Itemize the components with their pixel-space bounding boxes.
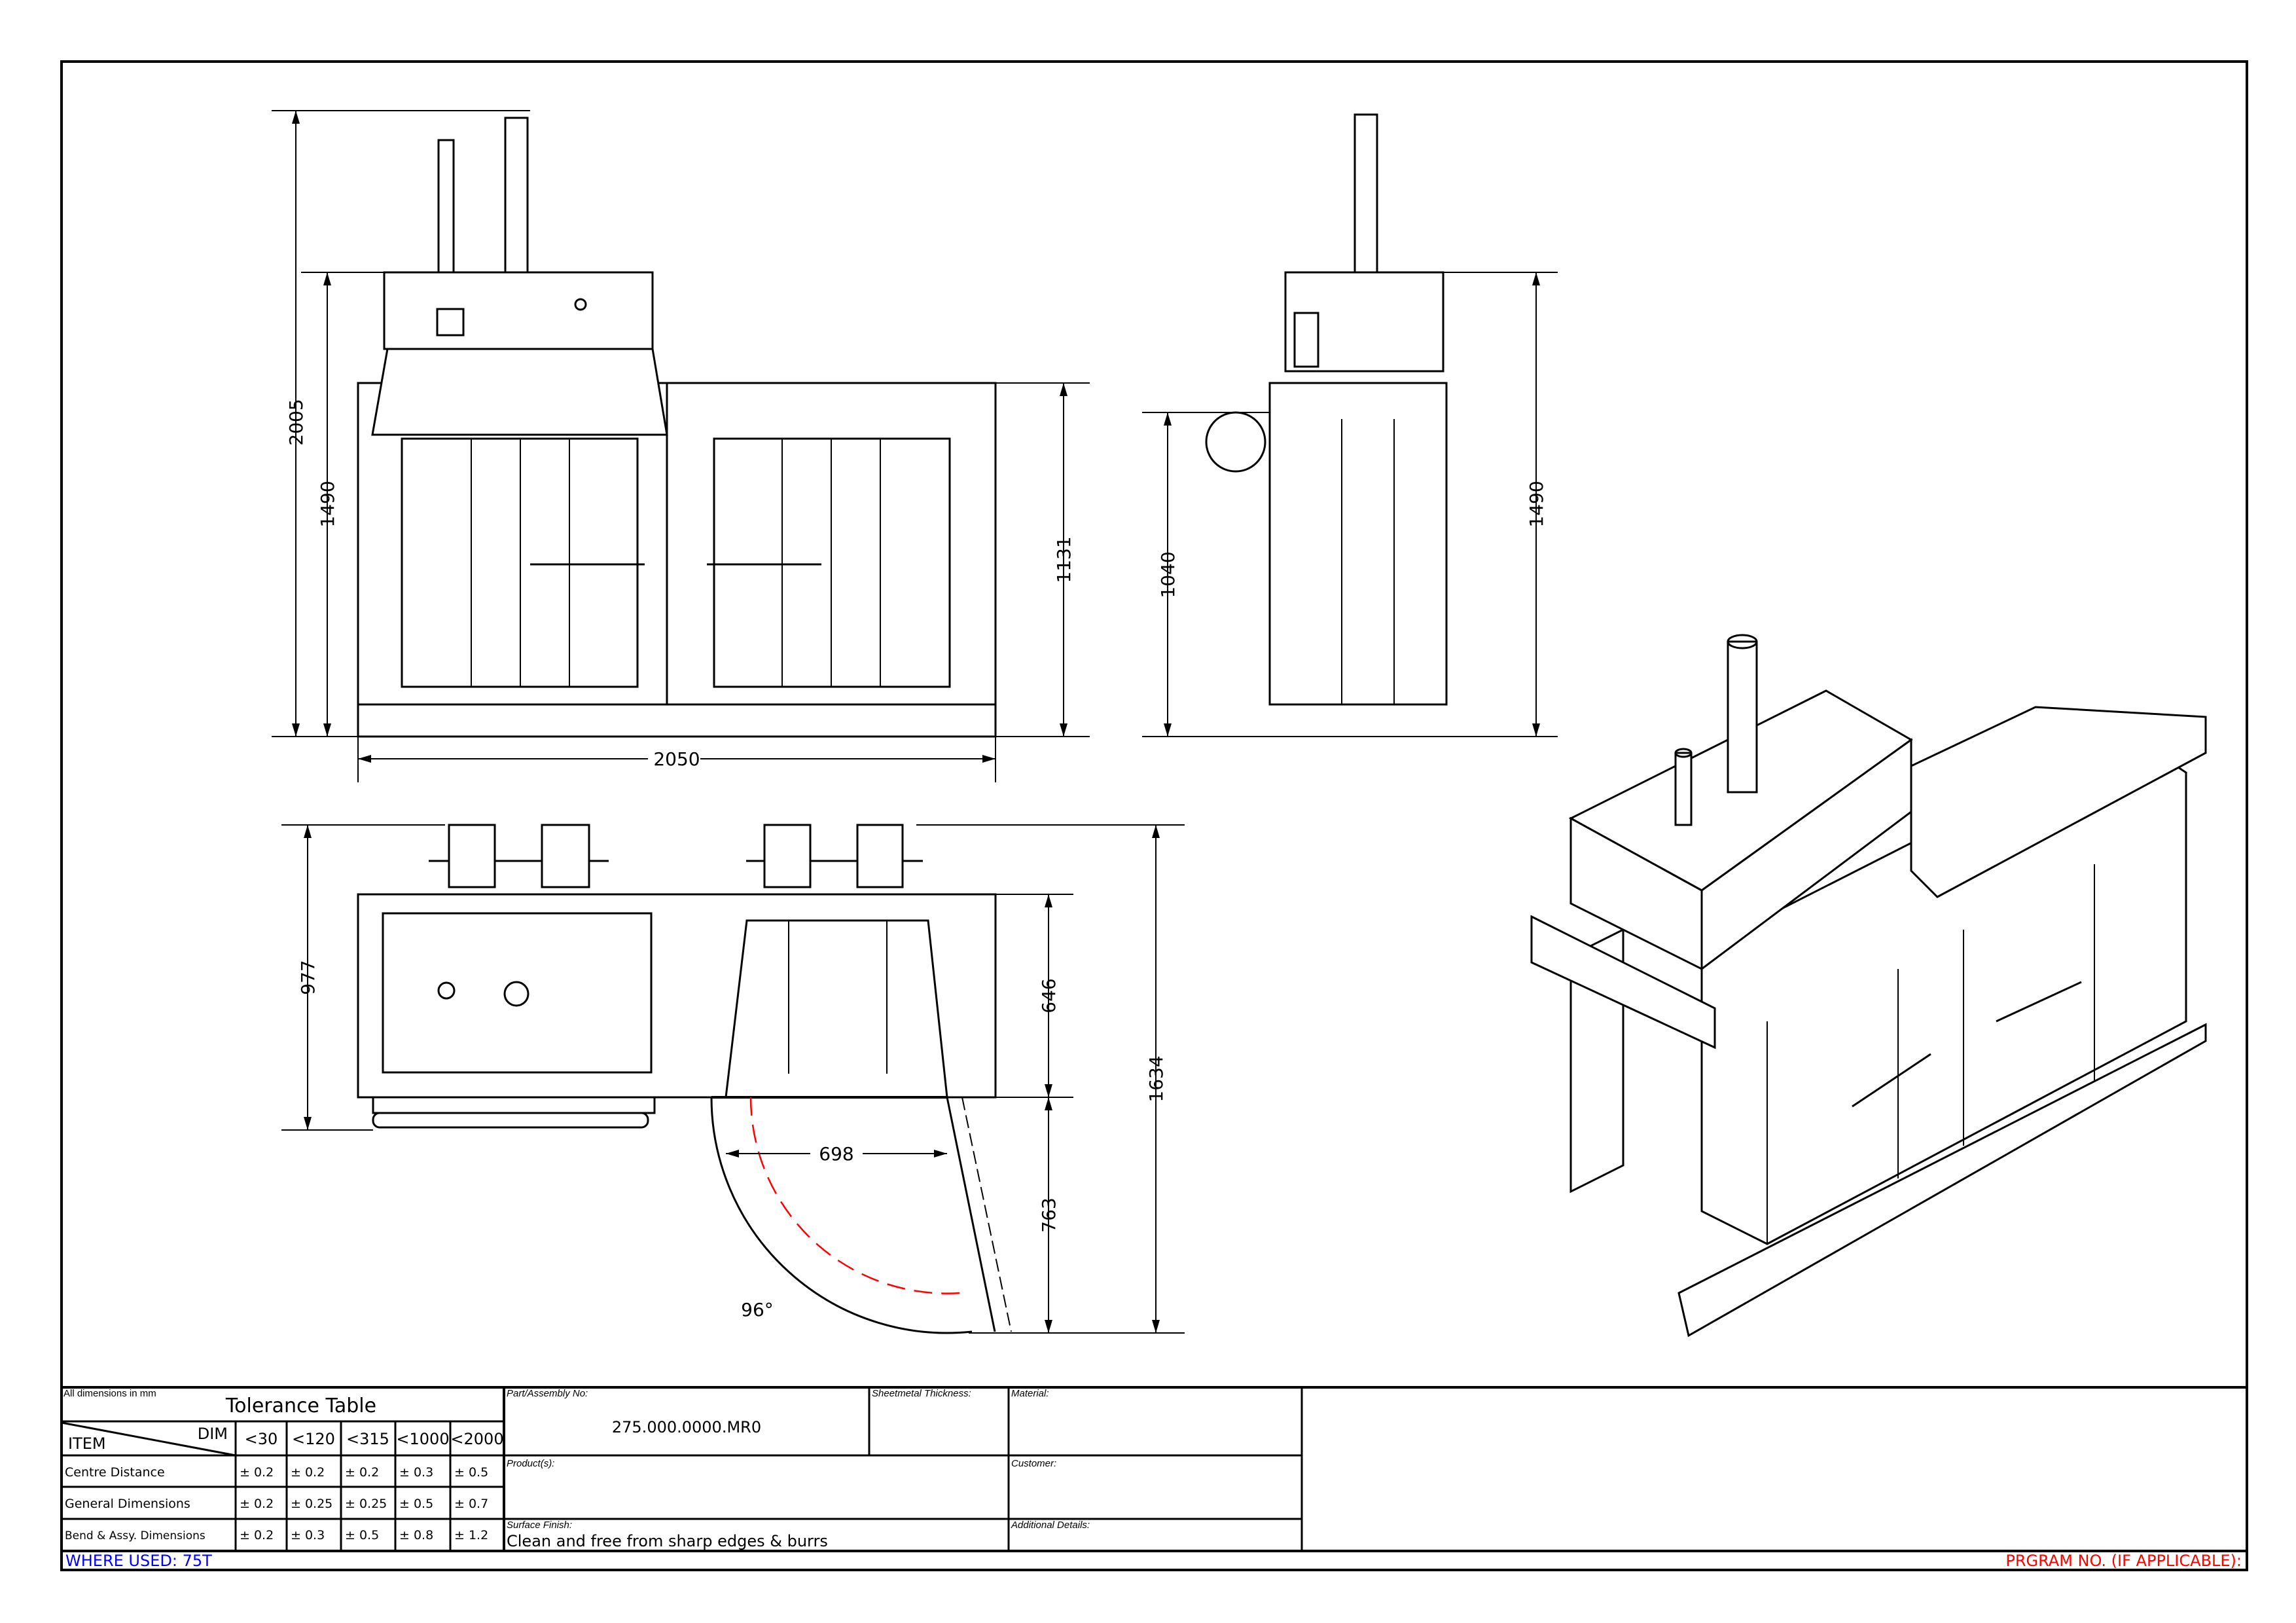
dim-977: 977	[297, 960, 319, 994]
tol-value: ± 0.5	[345, 1528, 379, 1542]
isometric-view	[1530, 634, 2207, 1338]
dim-2050: 2050	[653, 748, 700, 770]
customer-label: Customer:	[1011, 1458, 1056, 1469]
row-item: General Dimensions	[65, 1497, 190, 1511]
header-item: ITEM	[68, 1434, 106, 1453]
tolerance-row: Centre Distance ± 0.2 ± 0.2 ± 0.2 ± 0.3 …	[65, 1465, 488, 1480]
tol-value: ± 0.5	[399, 1497, 433, 1511]
tol-value: ± 0.5	[454, 1465, 488, 1480]
tol-value: ± 0.25	[345, 1497, 387, 1511]
units-note: All dimensions in mm	[63, 1388, 156, 1399]
additional-details-label: Additional Details:	[1011, 1520, 1090, 1531]
dim-1131: 1131	[1053, 536, 1075, 583]
tol-value: ± 0.2	[240, 1497, 274, 1511]
front-view: 2005 1490 1131 2050	[272, 110, 1090, 782]
dim-2005: 2005	[285, 399, 307, 445]
door-swing-arc	[749, 1097, 968, 1294]
sheet-border	[60, 60, 2248, 1571]
tol-value: ± 0.2	[345, 1465, 379, 1480]
dim-646: 646	[1038, 978, 1060, 1013]
top-view: 977 646 1634 763 698 96°	[281, 824, 1185, 1334]
tol-value: ± 0.3	[399, 1465, 433, 1480]
title-block: All dimensions in mm Tolerance Table ITE…	[61, 1386, 2247, 1570]
part-no-label: Part/Assembly No:	[507, 1388, 588, 1399]
tol-value: ± 0.25	[291, 1497, 332, 1511]
col-lt30: <30	[245, 1430, 278, 1448]
tolerance-table-title: Tolerance Table	[225, 1395, 376, 1417]
row-item: Centre Distance	[65, 1465, 165, 1480]
dim-1634: 1634	[1145, 1055, 1167, 1102]
part-no-value: 275.000.0000.MR0	[612, 1418, 761, 1436]
tol-value: ± 0.2	[240, 1465, 274, 1480]
surface-finish-label: Surface Finish:	[507, 1520, 572, 1531]
dim-698: 698	[819, 1143, 853, 1165]
tol-value: ± 0.8	[399, 1528, 433, 1542]
row-item: Bend & Assy. Dimensions	[65, 1529, 206, 1542]
tol-value: ± 0.7	[454, 1497, 488, 1511]
col-lt120: <120	[292, 1430, 335, 1448]
program-no: PRGRAM NO. (IF APPLICABLE):	[2005, 1552, 2242, 1570]
dim-1490-side: 1490	[1526, 481, 1547, 527]
sheetmetal-label: Sheetmetal Thickness:	[872, 1388, 971, 1399]
tol-value: ± 0.2	[240, 1528, 274, 1542]
material-label: Material:	[1011, 1388, 1049, 1399]
products-label: Product(s):	[507, 1458, 554, 1469]
dim-763: 763	[1038, 1197, 1060, 1232]
tolerance-row: General Dimensions ± 0.2 ± 0.25 ± 0.25 ±…	[65, 1497, 488, 1511]
tol-value: ± 1.2	[454, 1528, 488, 1542]
side-view: 1040 1490	[1142, 113, 1558, 737]
tol-value: ± 0.2	[291, 1465, 325, 1480]
dim-door-angle: 96°	[741, 1299, 774, 1321]
tol-value: ± 0.3	[291, 1528, 325, 1542]
where-used: WHERE USED: 75T	[65, 1552, 212, 1570]
col-lt1000: <1000	[396, 1430, 449, 1448]
tolerance-row: Bend & Assy. Dimensions ± 0.2 ± 0.3 ± 0.…	[65, 1528, 488, 1542]
surface-finish-value: Clean and free from sharp edges & burrs	[507, 1532, 828, 1550]
col-lt315: <315	[346, 1430, 389, 1448]
dim-1040: 1040	[1157, 551, 1179, 598]
col-lt2000: <2000	[450, 1430, 503, 1448]
header-dim: DIM	[198, 1425, 228, 1443]
dim-1490-front: 1490	[317, 481, 338, 527]
